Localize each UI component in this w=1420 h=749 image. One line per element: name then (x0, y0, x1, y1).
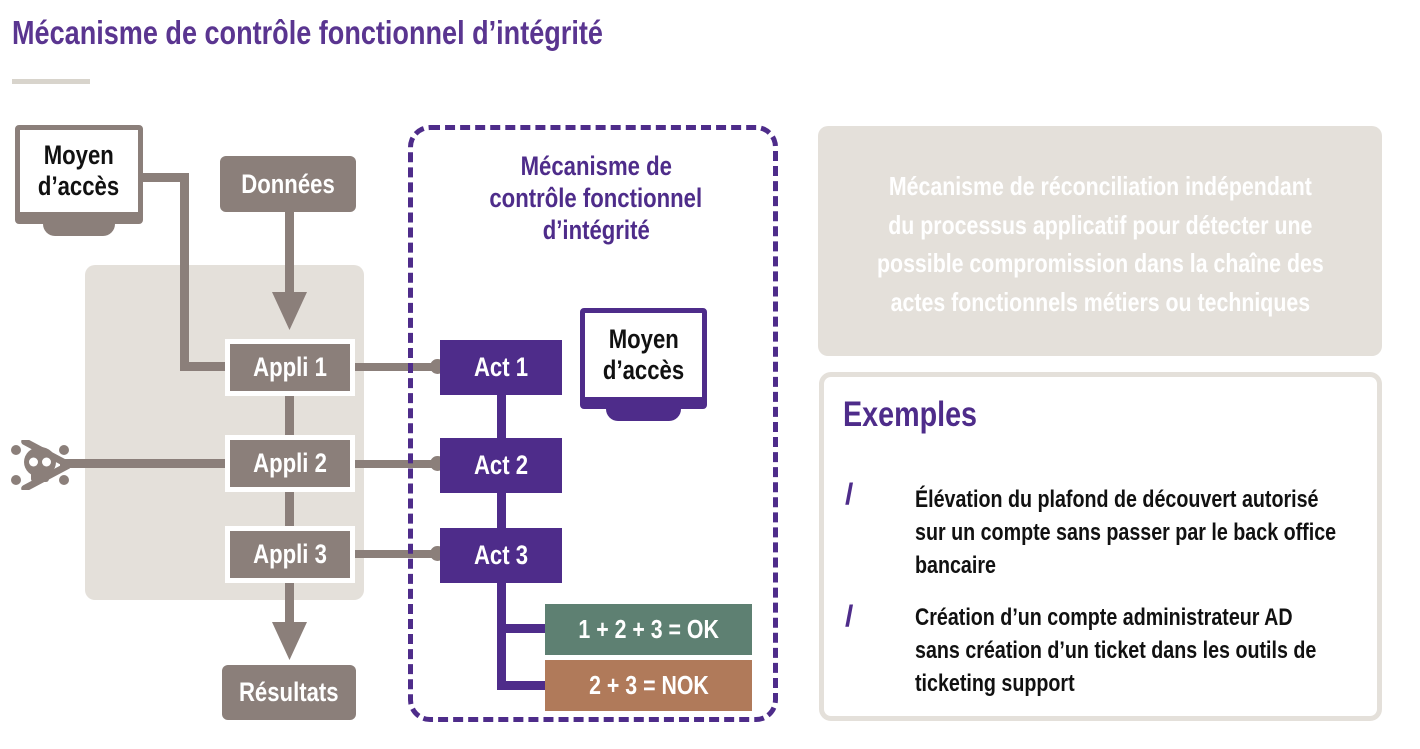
examples-title: Exemples (843, 395, 978, 434)
appli-3-label: Appli 3 (253, 539, 327, 569)
access-monitor-left-line2: d’accès (38, 171, 120, 201)
nok-result-label: 2 + 3 = NOK (588, 670, 709, 700)
data-arrow-head (272, 292, 307, 330)
nok-branch-line (497, 681, 547, 690)
appli-2-box: Appli 2 (225, 435, 355, 492)
act-3-box: Act 3 (440, 528, 562, 583)
page-title: Mécanisme de contrôle fonctionnel d’inté… (12, 14, 603, 51)
mechanism-title-line2: contrôle fonctionnel (489, 183, 703, 213)
access-monitor-right-line1: Moyen (608, 324, 679, 354)
results-arrow-head (272, 622, 307, 660)
description-panel (818, 126, 1382, 356)
mechanism-title-line1: Mécanisme de (520, 151, 672, 181)
act-2-label: Act 2 (473, 450, 529, 480)
example-2-bullet: / (845, 600, 854, 633)
mechanism-title: Mécanisme de contrôle fonctionnel d’inté… (440, 150, 752, 246)
appli-1-box: Appli 1 (225, 339, 355, 396)
connector-appli1-act1 (350, 363, 440, 371)
act-1-label: Act 1 (473, 352, 529, 382)
data-arrow-line (285, 211, 294, 295)
nok-result-box: 2 + 3 = NOK (545, 660, 752, 711)
connector-appli3-act3 (350, 550, 440, 558)
results-box: Résultats (222, 665, 356, 720)
threat-line (60, 459, 230, 468)
ok-branch-line (497, 624, 547, 633)
access-monitor-left: Moyen d’accès (15, 125, 143, 224)
skull-crossbones-icon (11, 440, 70, 490)
act-1-box: Act 1 (440, 340, 562, 395)
mechanism-title-line3: d’intégrité (542, 215, 650, 245)
ok-result-label: 1 + 2 + 3 = OK (578, 614, 719, 644)
connector-appli2-act2 (350, 460, 440, 468)
access-monitor-right-stand (606, 409, 681, 421)
act-2-box: Act 2 (440, 438, 562, 493)
access-line-to-appli1 (180, 362, 230, 371)
data-label: Données (241, 168, 335, 199)
examples-panel (819, 372, 1382, 721)
appli-3-box: Appli 3 (225, 526, 355, 583)
example-1-text: Élévation du plafond de découvert autori… (915, 486, 1337, 579)
results-arrow-line (285, 580, 294, 625)
appli-2-label: Appli 2 (253, 448, 327, 478)
mechanism-container (408, 125, 778, 722)
data-box: Données (220, 156, 356, 212)
example-2-text: Création d’un compte administrateur AD s… (915, 604, 1317, 697)
access-monitor-left-stand (43, 224, 115, 236)
ok-result-box: 1 + 2 + 3 = OK (545, 604, 752, 655)
access-monitor-right: Moyen d’accès (580, 308, 707, 409)
access-monitor-left-line1: Moyen (43, 140, 115, 170)
access-monitor-right-line2: d’accès (602, 355, 685, 385)
description-text-block: Mécanisme de réconciliation indépendant … (818, 167, 1382, 321)
act-3-label: Act 3 (473, 540, 529, 570)
example-1-bullet: / (845, 478, 854, 511)
description-text: Mécanisme de réconciliation indépendant … (876, 171, 1324, 317)
appli-1-label: Appli 1 (253, 352, 327, 382)
results-label: Résultats (239, 677, 339, 707)
title-underline (12, 79, 90, 84)
access-line-vertical (180, 173, 189, 370)
access-line-horizontal (140, 173, 188, 182)
